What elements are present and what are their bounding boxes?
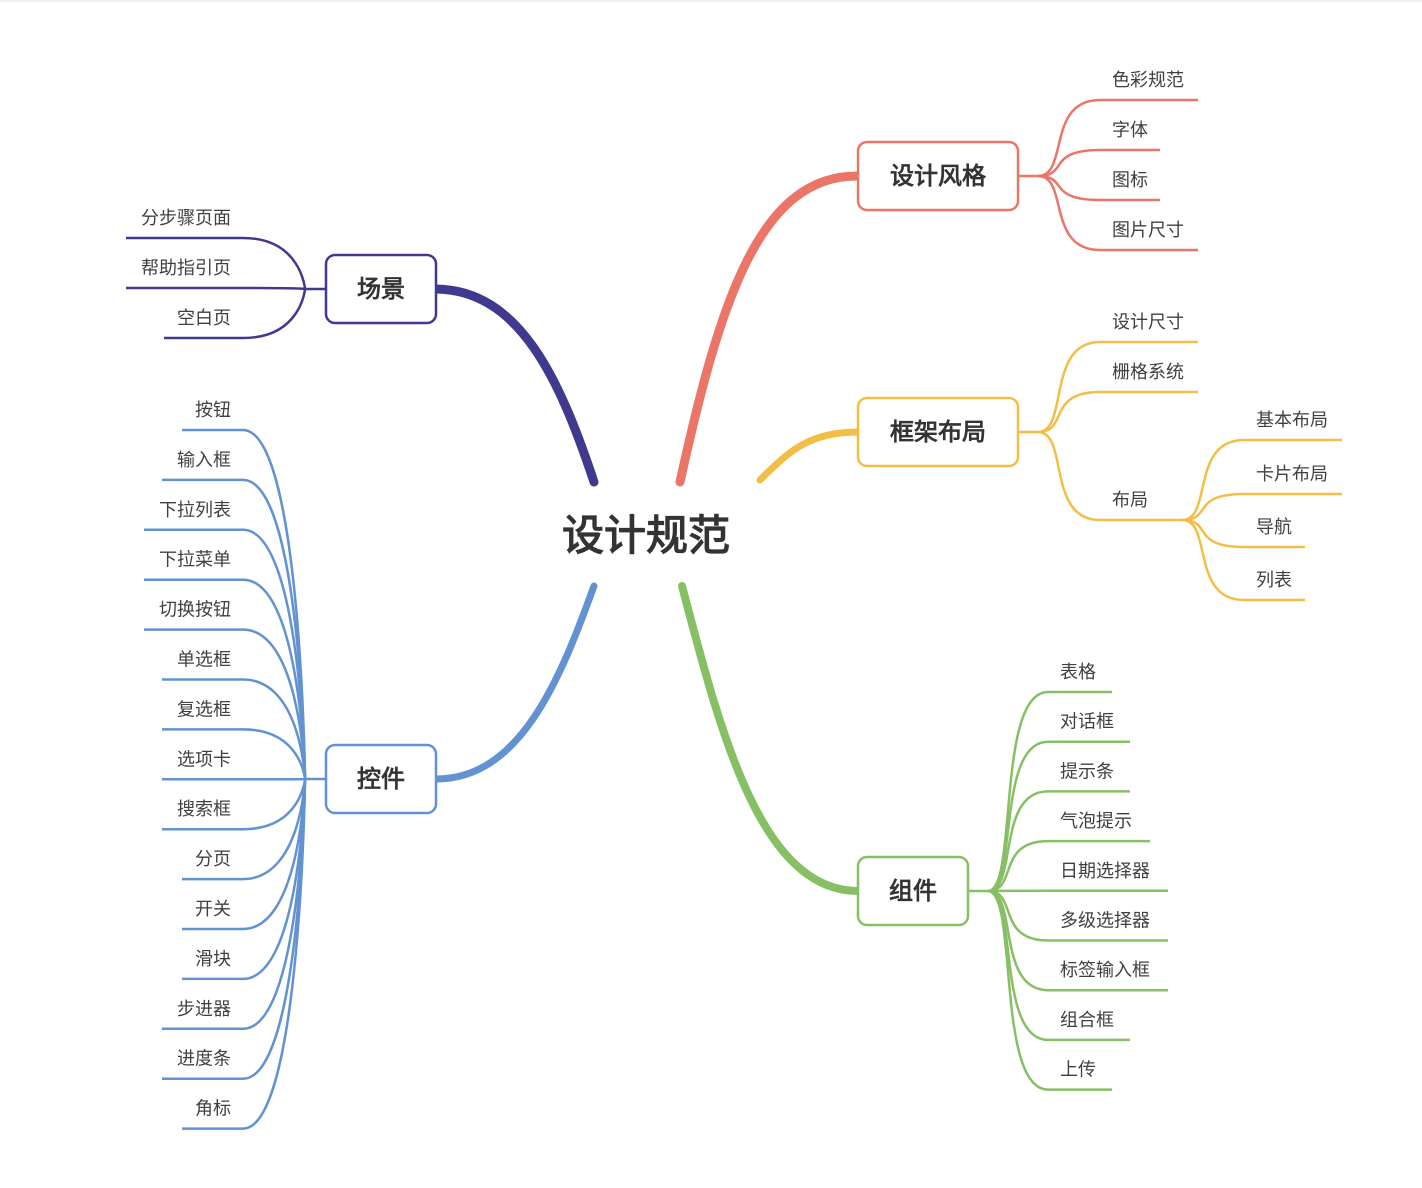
leaf-topic[interactable]: 上传 xyxy=(1060,1060,1096,1081)
topic-component-box[interactable] xyxy=(856,855,970,927)
layout-branch-line xyxy=(1037,340,1101,434)
style-branch-line xyxy=(1037,148,1101,178)
leaf-topic[interactable]: 下拉列表 xyxy=(159,500,231,521)
leaf-topic[interactable]: 设计尺寸 xyxy=(1112,312,1184,333)
top-divider xyxy=(0,0,1422,3)
sub-leaf-topic[interactable]: 卡片布局 xyxy=(1256,464,1328,485)
component-trunk-line xyxy=(678,582,862,895)
leaf-topic[interactable]: 标签输入框 xyxy=(1060,960,1150,981)
leaf-topic[interactable]: 组合框 xyxy=(1060,1010,1114,1031)
layout-branch-line xyxy=(1037,430,1101,522)
leaf-topic[interactable]: 复选框 xyxy=(177,699,231,720)
topic-control-box[interactable] xyxy=(324,743,438,815)
leaf-topic[interactable]: 开关 xyxy=(195,899,231,920)
leaf-topic[interactable]: 多级选择器 xyxy=(1060,911,1150,932)
control-branch-line xyxy=(242,778,307,1130)
leaf-topic[interactable]: 选项卡 xyxy=(177,749,231,770)
component-branch-line xyxy=(987,889,1049,1091)
leaf-topic[interactable]: 栅格系统 xyxy=(1112,362,1184,383)
leaf-topic[interactable]: 按钮 xyxy=(195,400,231,421)
leaf-topic[interactable]: 图片尺寸 xyxy=(1112,220,1184,241)
component-branch-line xyxy=(987,790,1049,893)
control-branch-line xyxy=(242,778,307,831)
leaf-topic[interactable]: 下拉菜单 xyxy=(159,550,231,571)
leaf-topic[interactable]: 布局 xyxy=(1112,490,1148,511)
topic-scene-box[interactable] xyxy=(324,253,438,325)
layout-sub-branch-line xyxy=(1181,438,1245,522)
topic-layout-box[interactable] xyxy=(856,396,1020,468)
leaf-topic[interactable]: 切换按钮 xyxy=(159,600,231,621)
layout-branch-line xyxy=(1037,390,1101,434)
leaf-topic[interactable]: 搜索框 xyxy=(177,799,231,820)
topic-style-box[interactable] xyxy=(856,140,1020,212)
topic-control-label[interactable]: 控件 xyxy=(357,765,405,793)
leaf-topic[interactable]: 气泡提示 xyxy=(1060,811,1132,832)
scene-branch-line xyxy=(242,236,307,290)
leaf-topic[interactable]: 日期选择器 xyxy=(1060,861,1150,882)
leaf-topic[interactable]: 分页 xyxy=(195,849,231,870)
control-branch-line xyxy=(242,778,307,1031)
leaf-topic[interactable]: 滑块 xyxy=(195,949,231,970)
component-branch-line xyxy=(987,740,1049,893)
component-branch-line xyxy=(987,839,1049,893)
scene-trunk-line xyxy=(431,284,599,487)
leaf-topic[interactable]: 分步骤页面 xyxy=(141,208,231,229)
style-trunk-line xyxy=(675,171,863,487)
topic-style-label[interactable]: 设计风格 xyxy=(890,162,987,190)
leaf-topic[interactable]: 角标 xyxy=(195,1099,231,1120)
component-branch-line xyxy=(987,889,1049,1042)
leaf-topic[interactable]: 步进器 xyxy=(177,999,231,1020)
leaf-topic[interactable]: 单选框 xyxy=(177,650,231,671)
leaf-topic[interactable]: 提示条 xyxy=(1060,761,1114,782)
layout-sub-branch-line xyxy=(1181,492,1245,522)
control-branch-line xyxy=(242,528,307,780)
leaf-topic[interactable]: 图标 xyxy=(1112,170,1148,191)
root-topic[interactable]: 设计规范 xyxy=(562,511,730,560)
leaf-topic[interactable]: 进度条 xyxy=(177,1049,231,1070)
sub-leaf-topic[interactable]: 导航 xyxy=(1256,517,1292,538)
leaf-topic[interactable]: 色彩规范 xyxy=(1112,70,1184,91)
scene-branch-line xyxy=(242,288,307,340)
topic-layout-label[interactable]: 框架布局 xyxy=(890,418,986,446)
sub-leaf-topic[interactable]: 基本布局 xyxy=(1256,410,1328,431)
scene-branch-line xyxy=(242,286,306,291)
leaf-topic[interactable]: 帮助指引页 xyxy=(141,258,231,279)
layout-trunk-line xyxy=(756,428,862,484)
layout-sub-branch-line xyxy=(1181,518,1245,602)
leaf-topic[interactable]: 表格 xyxy=(1060,662,1096,683)
control-trunk-line xyxy=(432,582,598,783)
control-branch-line xyxy=(242,728,307,780)
leaf-topic[interactable]: 字体 xyxy=(1112,120,1148,141)
style-branch-line xyxy=(1037,98,1101,178)
layout-sub-branch-line xyxy=(1181,518,1245,549)
leaf-topic[interactable]: 空白页 xyxy=(177,308,231,329)
leaf-topic[interactable]: 对话框 xyxy=(1060,712,1114,733)
topic-component-label[interactable]: 组件 xyxy=(889,877,937,905)
sub-leaf-topic[interactable]: 列表 xyxy=(1256,570,1292,591)
style-branch-line xyxy=(1037,174,1101,252)
topic-scene-label[interactable]: 场景 xyxy=(357,275,405,303)
leaf-topic[interactable]: 输入框 xyxy=(177,450,231,471)
